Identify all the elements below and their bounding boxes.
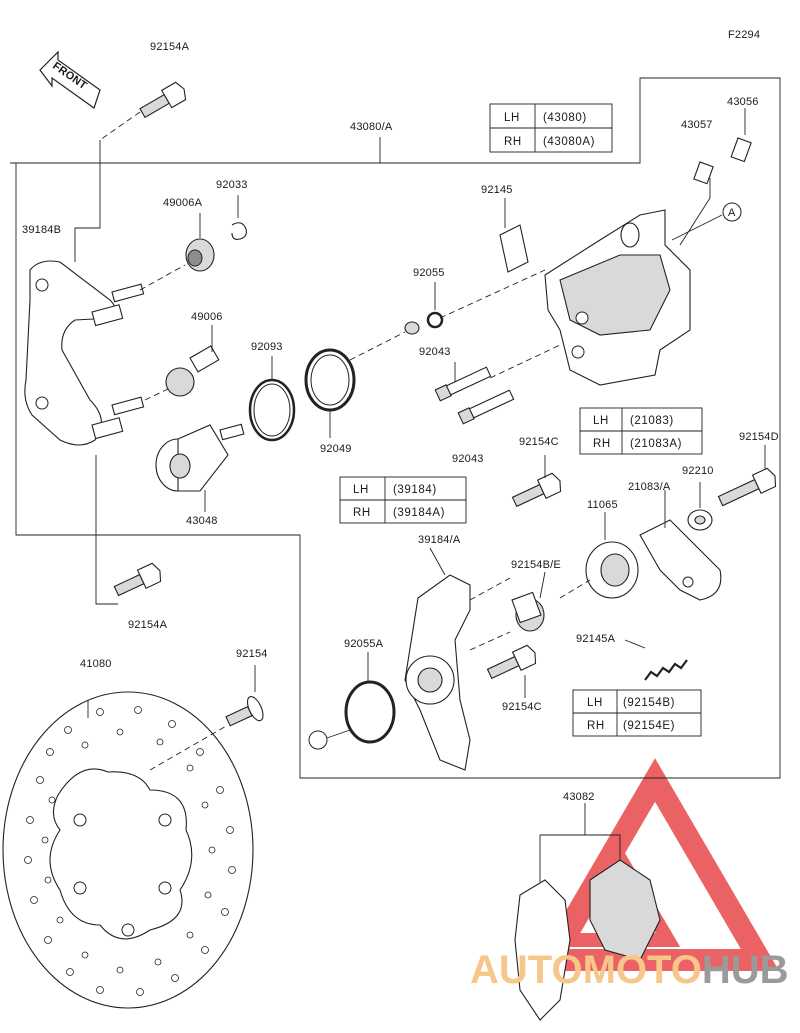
t39184-rh-value: (39184A) xyxy=(393,507,445,519)
caliper-holder-39184 xyxy=(404,547,471,771)
bolt-92154d xyxy=(717,467,777,507)
callout-11065: 11065 xyxy=(587,499,618,511)
callout-92049: 92049 xyxy=(320,443,352,455)
reference-marker-a-top xyxy=(722,202,742,222)
callout-92154c-top: 92154C xyxy=(519,436,559,448)
clip-92033 xyxy=(231,195,247,240)
o-ring-92055a xyxy=(344,652,396,744)
assembly-axis-lines xyxy=(139,264,561,401)
pin-92043-bottom xyxy=(457,389,515,425)
callout-92093: 92093 xyxy=(251,341,283,353)
figure-code: F2294 xyxy=(728,29,760,41)
watermark-part2: HUB xyxy=(702,948,789,992)
o-ring-92055 xyxy=(404,282,444,335)
callout-92145a: 92145A xyxy=(576,633,616,645)
callout-92154a-top: 92154A xyxy=(150,41,190,53)
reference-marker-a-bottom xyxy=(308,730,328,750)
callout-39184b: 39184B xyxy=(22,224,61,236)
watermark-part1: AUTOMOTO xyxy=(470,948,702,992)
t43080-rh-value: (43080A) xyxy=(543,136,595,148)
callout-49006: 49006 xyxy=(191,311,223,323)
bolt-92154a-top xyxy=(139,81,187,119)
callout-43080: 43080/A xyxy=(350,121,393,133)
t92154b-rh-label: RH xyxy=(587,720,605,732)
callout-92055: 92055 xyxy=(413,267,445,279)
bolt-92154c-top xyxy=(511,472,562,508)
watermark-text: AUTOMOTOHUB xyxy=(470,948,789,992)
boot-49006 xyxy=(165,325,220,397)
callout-43082: 43082 xyxy=(563,791,595,803)
disc-vent-holes xyxy=(24,706,236,996)
callout-43057: 43057 xyxy=(681,119,713,131)
callout-49006a: 49006A xyxy=(163,197,203,209)
callout-21083a: 21083/A xyxy=(628,481,671,493)
callout-92154d: 92154D xyxy=(739,431,779,443)
caliper-bracket xyxy=(24,260,145,446)
plate-21083 xyxy=(639,490,722,601)
marker-a-top-label: A xyxy=(728,207,736,219)
pin-92043-top xyxy=(434,366,492,402)
bolt-92154c-bottom xyxy=(486,644,537,680)
t21083-lh-label: LH xyxy=(593,415,609,427)
callout-92154c-bottom: 92154C xyxy=(502,701,542,713)
t92154b-lh-label: LH xyxy=(587,697,603,709)
callout-43056: 43056 xyxy=(727,96,759,108)
collar-92210 xyxy=(687,482,713,531)
boot-49006a xyxy=(185,213,215,272)
svg-text:AUTOMOTOHUB: AUTOMOTOHUB xyxy=(470,948,789,992)
bolt-92154-disc xyxy=(225,696,264,727)
t21083-rh-label: RH xyxy=(593,438,611,450)
t39184-lh-label: LH xyxy=(353,484,369,496)
t43080-rh-label: RH xyxy=(504,136,522,148)
t39184-rh-label: RH xyxy=(353,507,371,519)
callout-92154be: 92154B/E xyxy=(511,559,561,571)
callout-92210: 92210 xyxy=(682,465,714,477)
callout-labels: F2294 92154A 43080/A 43057 43056 92033 4… xyxy=(22,29,779,803)
callout-39184a: 39184/A xyxy=(418,534,461,546)
boot-92154b xyxy=(511,571,546,632)
callout-92043-bottom: 92043 xyxy=(452,453,484,465)
t43080-lh-label: LH xyxy=(504,112,520,124)
seal-92093 xyxy=(248,356,296,442)
callout-43048: 43048 xyxy=(186,515,218,527)
brake-disc xyxy=(2,691,254,1009)
callout-92154: 92154 xyxy=(236,648,268,660)
bolt-92154a-bottom xyxy=(113,562,162,597)
t92154b-lh-value: (92154B) xyxy=(623,697,675,709)
caliper-body xyxy=(544,108,752,386)
pad-spring-92145 xyxy=(499,198,529,273)
callout-92043-top: 92043 xyxy=(419,346,451,358)
t21083-rh-value: (21083A) xyxy=(630,438,682,450)
t92154b-rh-value: (92154E) xyxy=(623,720,675,732)
callout-92055a: 92055A xyxy=(344,638,384,650)
callout-92145: 92145 xyxy=(481,184,513,196)
table-43080: LH (43080) RH (43080A) xyxy=(489,103,613,153)
callout-41080: 41080 xyxy=(80,658,112,670)
t39184-lh-value: (39184) xyxy=(393,484,437,496)
callout-92033: 92033 xyxy=(216,179,248,191)
front-arrow-icon: FRONT xyxy=(39,50,101,109)
brake-pads xyxy=(514,803,661,1021)
table-39184: LH (39184) RH (39184A) xyxy=(339,476,467,524)
watermark-logo xyxy=(530,758,780,971)
t21083-lh-value: (21083) xyxy=(630,415,674,427)
piston-43048 xyxy=(155,423,245,512)
callout-92154a-bottom: 92154A xyxy=(128,619,168,631)
spring-92145a xyxy=(624,639,688,681)
seal-92049 xyxy=(304,348,356,438)
bearing-11065 xyxy=(585,512,639,599)
table-21083: LH (21083) RH (21083A) xyxy=(579,407,703,455)
table-92154b: LH (92154B) RH (92154E) xyxy=(572,689,702,737)
assembly-frame-lines xyxy=(10,77,781,779)
lower-axis-lines xyxy=(469,577,591,651)
t43080-lh-value: (43080) xyxy=(543,112,587,124)
